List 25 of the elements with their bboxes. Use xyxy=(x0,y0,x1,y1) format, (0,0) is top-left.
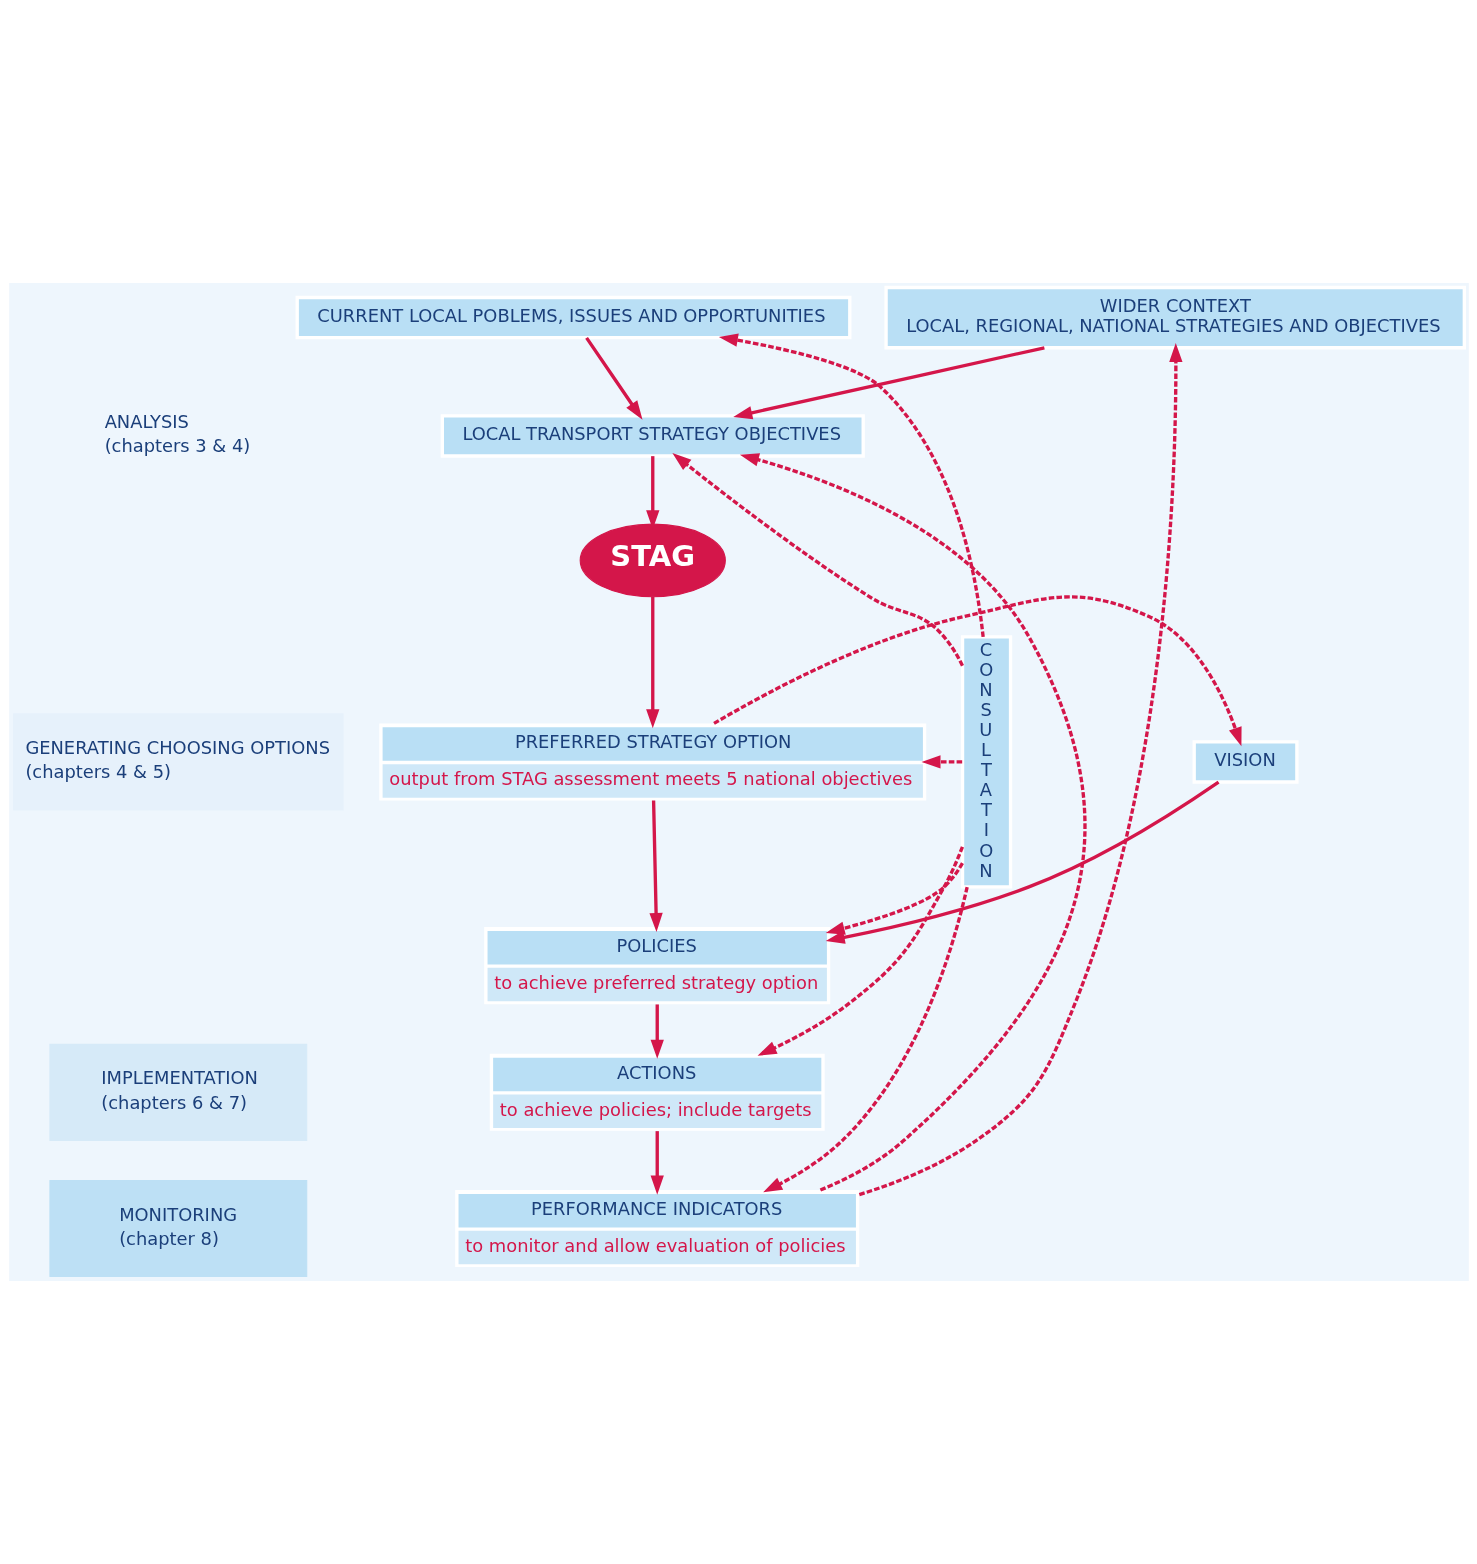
arrow xyxy=(712,595,1242,747)
arrow xyxy=(584,336,642,420)
arrow xyxy=(671,453,964,667)
node-box: WIDER CONTEXT LOCAL, REGIONAL, NATIONAL STRATEGIES AND OBJECTIVES xyxy=(883,285,1466,350)
arrow xyxy=(858,343,1182,1197)
node-box: IMPLEMENTATION (chapters 6 & 7) xyxy=(48,1043,307,1141)
node-box: MONITORING (chapter 8) xyxy=(48,1179,307,1278)
node-ellipse: STAG xyxy=(579,523,726,598)
arrow xyxy=(739,453,1087,1192)
arrow xyxy=(718,333,985,638)
arrow xyxy=(645,596,659,729)
arrow xyxy=(650,1004,664,1059)
node-box: CURRENT LOCAL POBLEMS, ISSUES AND OPPORTUNITIES xyxy=(295,295,851,340)
arrow xyxy=(732,346,1045,420)
arrow xyxy=(648,800,663,933)
node-box: CONSULTATION xyxy=(960,635,1012,889)
node-box: VISION xyxy=(1192,740,1299,784)
arrow xyxy=(921,755,962,769)
node-text: ANALYSIS (chapters 3 & 4) xyxy=(104,410,250,457)
node-box: LOCAL TRANSPORT STRATEGY OBJECTIVES xyxy=(440,414,865,458)
arrow xyxy=(650,1131,664,1195)
arrow xyxy=(825,862,964,935)
arrow xyxy=(762,886,969,1193)
arrow xyxy=(825,780,1219,944)
arrow xyxy=(757,846,964,1056)
